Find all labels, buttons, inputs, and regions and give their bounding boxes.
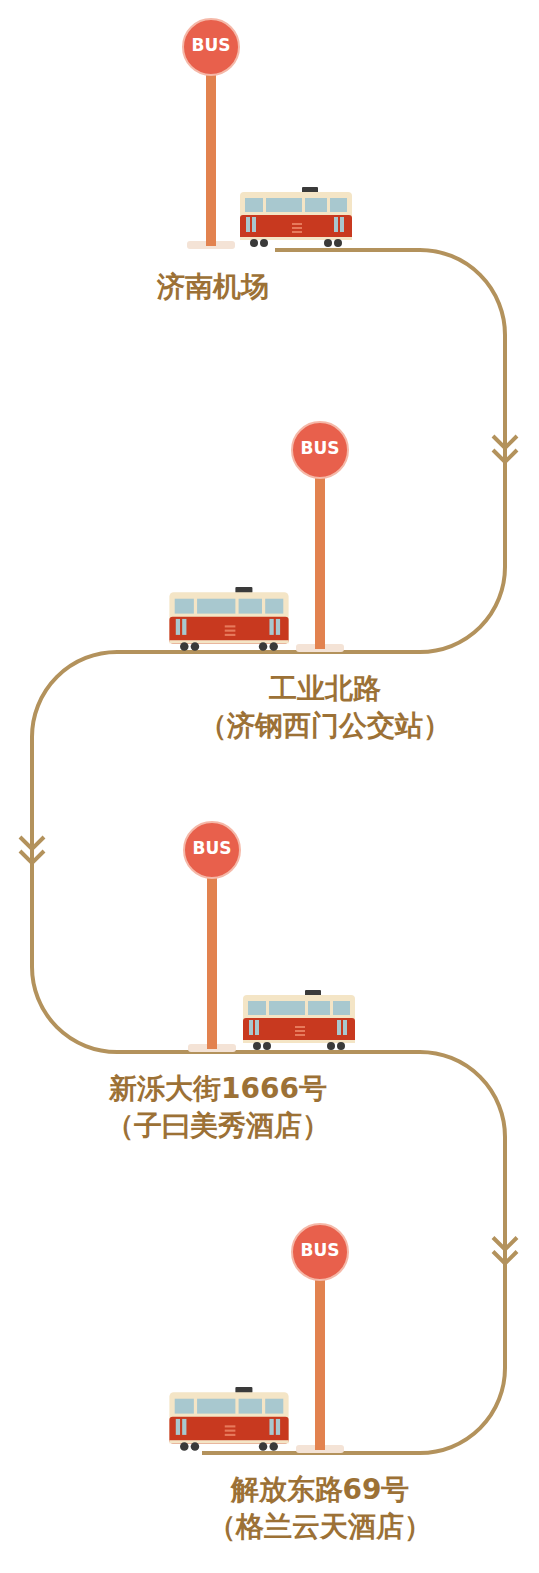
- stop-name: 济南机场: [157, 268, 269, 305]
- stop-label: 解放东路69号（格兰云天酒店）: [202, 1453, 438, 1545]
- stop-name: （格兰云天酒店）: [208, 1508, 432, 1545]
- bus-sign-text: BUS: [182, 838, 242, 862]
- bus-sign-text: BUS: [290, 438, 350, 462]
- bus-sign-text: BUS: [181, 35, 241, 59]
- bus-sign-text: BUS: [290, 1240, 350, 1264]
- stop-name: 新泺大街1666号: [106, 1070, 330, 1107]
- stop-name: （济钢西门公交站）: [199, 707, 451, 744]
- stop-label: 工业北路（济钢西门公交站）: [193, 652, 457, 744]
- stop-label: 济南机场: [151, 250, 275, 305]
- stop-name: 工业北路: [199, 670, 451, 707]
- stop-label: 新泺大街1666号（子曰美秀酒店）: [100, 1052, 336, 1144]
- stop-name: （子曰美秀酒店）: [106, 1107, 330, 1144]
- stop-name: 解放东路69号: [208, 1471, 432, 1508]
